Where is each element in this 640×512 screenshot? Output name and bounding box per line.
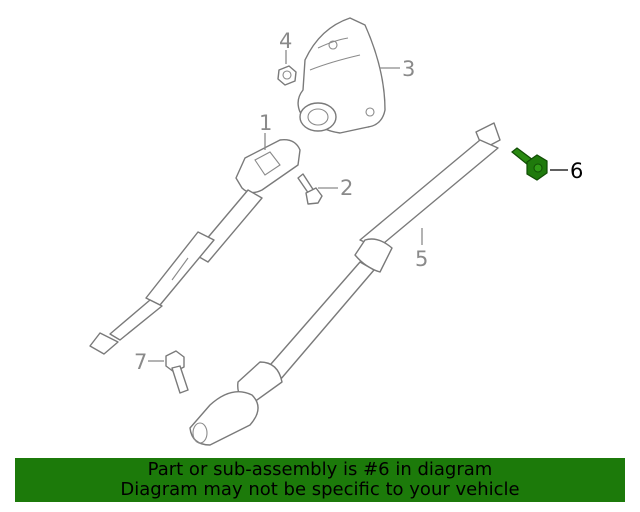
callout-1: 1 — [259, 111, 272, 135]
part-1-upper-shaft[interactable] — [89, 139, 301, 355]
part-2-bolt[interactable] — [297, 173, 323, 205]
leader-lines — [148, 50, 568, 362]
parts-diagram: 1 2 3 4 5 6 7 — [89, 17, 583, 446]
banner-line-1: Part or sub-assembly is #6 in diagram — [147, 459, 493, 480]
callout-4: 4 — [279, 29, 292, 53]
part-7-bolt[interactable] — [165, 350, 189, 394]
part-3-column-cover[interactable] — [297, 17, 386, 134]
part-4-nut[interactable] — [277, 65, 297, 86]
info-banner: Part or sub-assembly is #6 in diagram Di… — [15, 458, 625, 502]
part-6-bolt[interactable] — [511, 147, 548, 181]
callout-6: 6 — [570, 159, 583, 183]
callout-3: 3 — [402, 57, 415, 81]
callout-2: 2 — [340, 176, 353, 200]
banner-line-2: Diagram may not be specific to your vehi… — [120, 479, 520, 500]
part-5-lower-shaft[interactable] — [189, 122, 501, 446]
callout-7: 7 — [134, 350, 147, 374]
callout-5: 5 — [415, 247, 428, 271]
